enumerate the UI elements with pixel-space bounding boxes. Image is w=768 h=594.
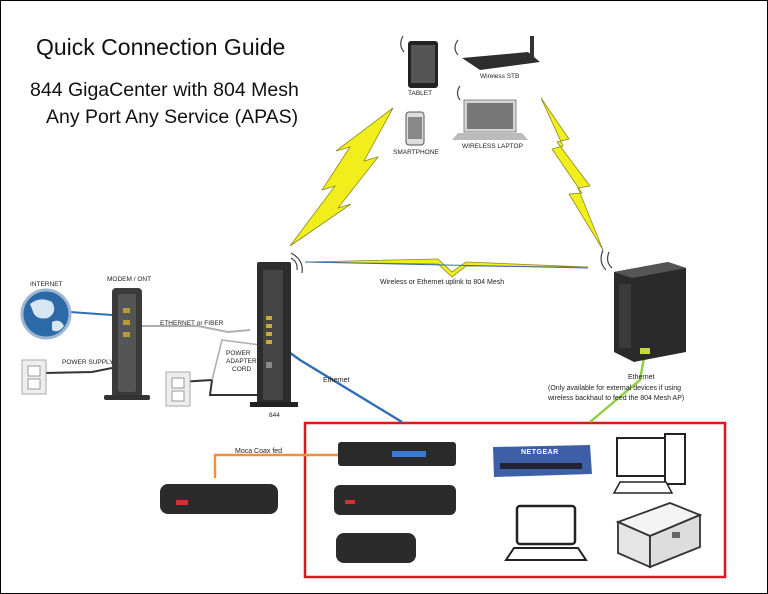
mesh-804-icon bbox=[600, 249, 686, 362]
wireless-laptop-icon bbox=[452, 85, 528, 140]
label-wireless-laptop: WIRELESS LAPTOP bbox=[462, 143, 523, 150]
gigacenter-844-icon bbox=[250, 252, 303, 407]
stb-small-icon bbox=[336, 533, 416, 563]
internet-cable bbox=[69, 311, 113, 316]
label-modem-ont: MODEM / ONT bbox=[107, 276, 152, 283]
subtitle-line-2: Any Port Any Service (APAS) bbox=[46, 106, 299, 128]
label-ethernet-left: Ethernet bbox=[323, 377, 350, 384]
power-cable-844 bbox=[179, 378, 258, 396]
label-tablet: TABLET bbox=[408, 90, 433, 97]
wireless-link-left bbox=[289, 107, 394, 247]
stb-coax-large-icon bbox=[160, 484, 278, 514]
desktop-computer-icon bbox=[612, 433, 686, 494]
tablet-icon bbox=[400, 35, 438, 88]
label-power-adapter-3: CORD bbox=[232, 366, 252, 373]
wall-outlet-left-icon bbox=[21, 359, 47, 395]
modem-to-844-cable bbox=[140, 325, 251, 334]
printer-icon bbox=[615, 502, 703, 569]
laptop-outline-icon bbox=[504, 504, 588, 561]
power-supply-cable-left bbox=[43, 367, 113, 374]
coax-cable bbox=[213, 453, 338, 478]
label-power-supply: POWER SUPPLY bbox=[62, 359, 114, 366]
devices-highlight-box bbox=[303, 421, 727, 579]
label-note-line-2: wireless backhaul to feed the 804 Mesh A… bbox=[548, 395, 685, 402]
label-power-adapter-1: POWER bbox=[226, 350, 251, 357]
stb-middle-icon bbox=[334, 485, 456, 515]
smartphone-icon bbox=[405, 111, 425, 146]
label-ethernet-or-fiber: ETHERNET or FIBER bbox=[160, 320, 224, 327]
switch-brand-label: NETGEAR bbox=[521, 449, 559, 456]
network-switch-icon bbox=[493, 445, 592, 477]
internet-globe-icon bbox=[20, 288, 72, 340]
label-smartphone: SMARTPHONE bbox=[393, 149, 439, 156]
uplink-line bbox=[304, 261, 589, 269]
wireless-link-bottom bbox=[304, 258, 589, 278]
label-note-line-1: (Only available for external devices if … bbox=[548, 385, 682, 392]
label-gigacenter-844: 844 bbox=[269, 412, 280, 419]
wireless-link-right bbox=[540, 97, 604, 251]
label-wireless-stb: Wireless STB bbox=[480, 73, 520, 80]
modem-ont-icon bbox=[104, 288, 150, 400]
wireless-stb-icon bbox=[454, 36, 540, 70]
subtitle-line-1: 844 GigaCenter with 804 Mesh bbox=[30, 79, 299, 101]
label-power-adapter-2: ADAPTER bbox=[226, 358, 257, 365]
label-uplink: Wireless or Ethernet uplink to 804 Mesh bbox=[380, 279, 505, 286]
wall-outlet-right-icon bbox=[165, 371, 191, 407]
ethernet-cable-right bbox=[589, 351, 647, 423]
label-internet: INTERNET bbox=[30, 281, 63, 288]
page-title: Quick Connection Guide bbox=[36, 34, 286, 60]
stb-coax-top-icon bbox=[338, 442, 456, 466]
power-cable-844b bbox=[211, 339, 261, 381]
label-moca: Moca Coax fed bbox=[235, 448, 283, 455]
label-ethernet-right: Ethernet bbox=[628, 374, 655, 381]
